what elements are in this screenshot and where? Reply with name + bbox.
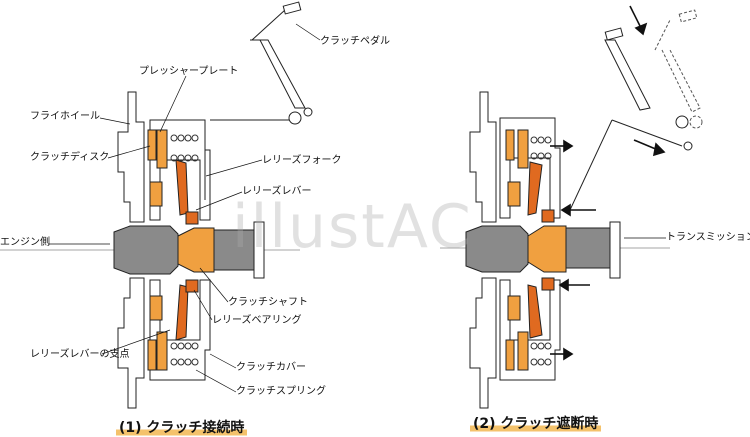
- caption-disengaged: (2) クラッチ遮断時: [470, 413, 602, 433]
- label-clutch-shaft: クラッチシャフト: [228, 297, 308, 308]
- clutch-shaft-hub: [177, 227, 215, 273]
- left-clutch-engaged: [0, 1, 313, 409]
- label-release-bearing: レリーズベアリング: [212, 315, 302, 326]
- label-release-fork: レリーズフォーク: [262, 155, 342, 166]
- engine-crank-hub: [113, 225, 179, 275]
- label-flywheel: フライホイール: [30, 111, 100, 122]
- flywheel-shape: [117, 91, 145, 223]
- label-pressure-plate: プレッシャープレート: [139, 66, 239, 77]
- transmission-shaft: [213, 229, 255, 271]
- right-clutch-disengaged: [440, 9, 703, 409]
- label-transmission-side: トランスミッション側: [666, 232, 750, 243]
- clutch-disc-top: [147, 129, 157, 161]
- label-release-lever: レリーズレバー: [242, 186, 312, 197]
- motion-arrows: [550, 5, 666, 361]
- caption-engaged: (1) クラッチ接続時: [116, 417, 248, 437]
- label-clutch-spring: クラッチスプリング: [236, 386, 326, 397]
- clutch-spring-bottom: [170, 342, 199, 366]
- leader-lines: [48, 23, 666, 393]
- watermark: illustAC: [232, 192, 473, 262]
- label-engine-side: エンジン側: [0, 237, 50, 248]
- clutch-spring-top: [170, 134, 199, 162]
- label-clutch-disc: クラッチディスク: [30, 152, 110, 163]
- clutch-pedal-left: [250, 9, 306, 109]
- label-clutch-pedal: クラッチペダル: [320, 36, 390, 47]
- label-clutch-cover: クラッチカバー: [236, 362, 306, 373]
- label-release-lever-fulcrum: レリーズレバーの支点: [30, 349, 130, 360]
- release-lever-top: [175, 159, 189, 216]
- pressure-plate-top: [156, 129, 168, 169]
